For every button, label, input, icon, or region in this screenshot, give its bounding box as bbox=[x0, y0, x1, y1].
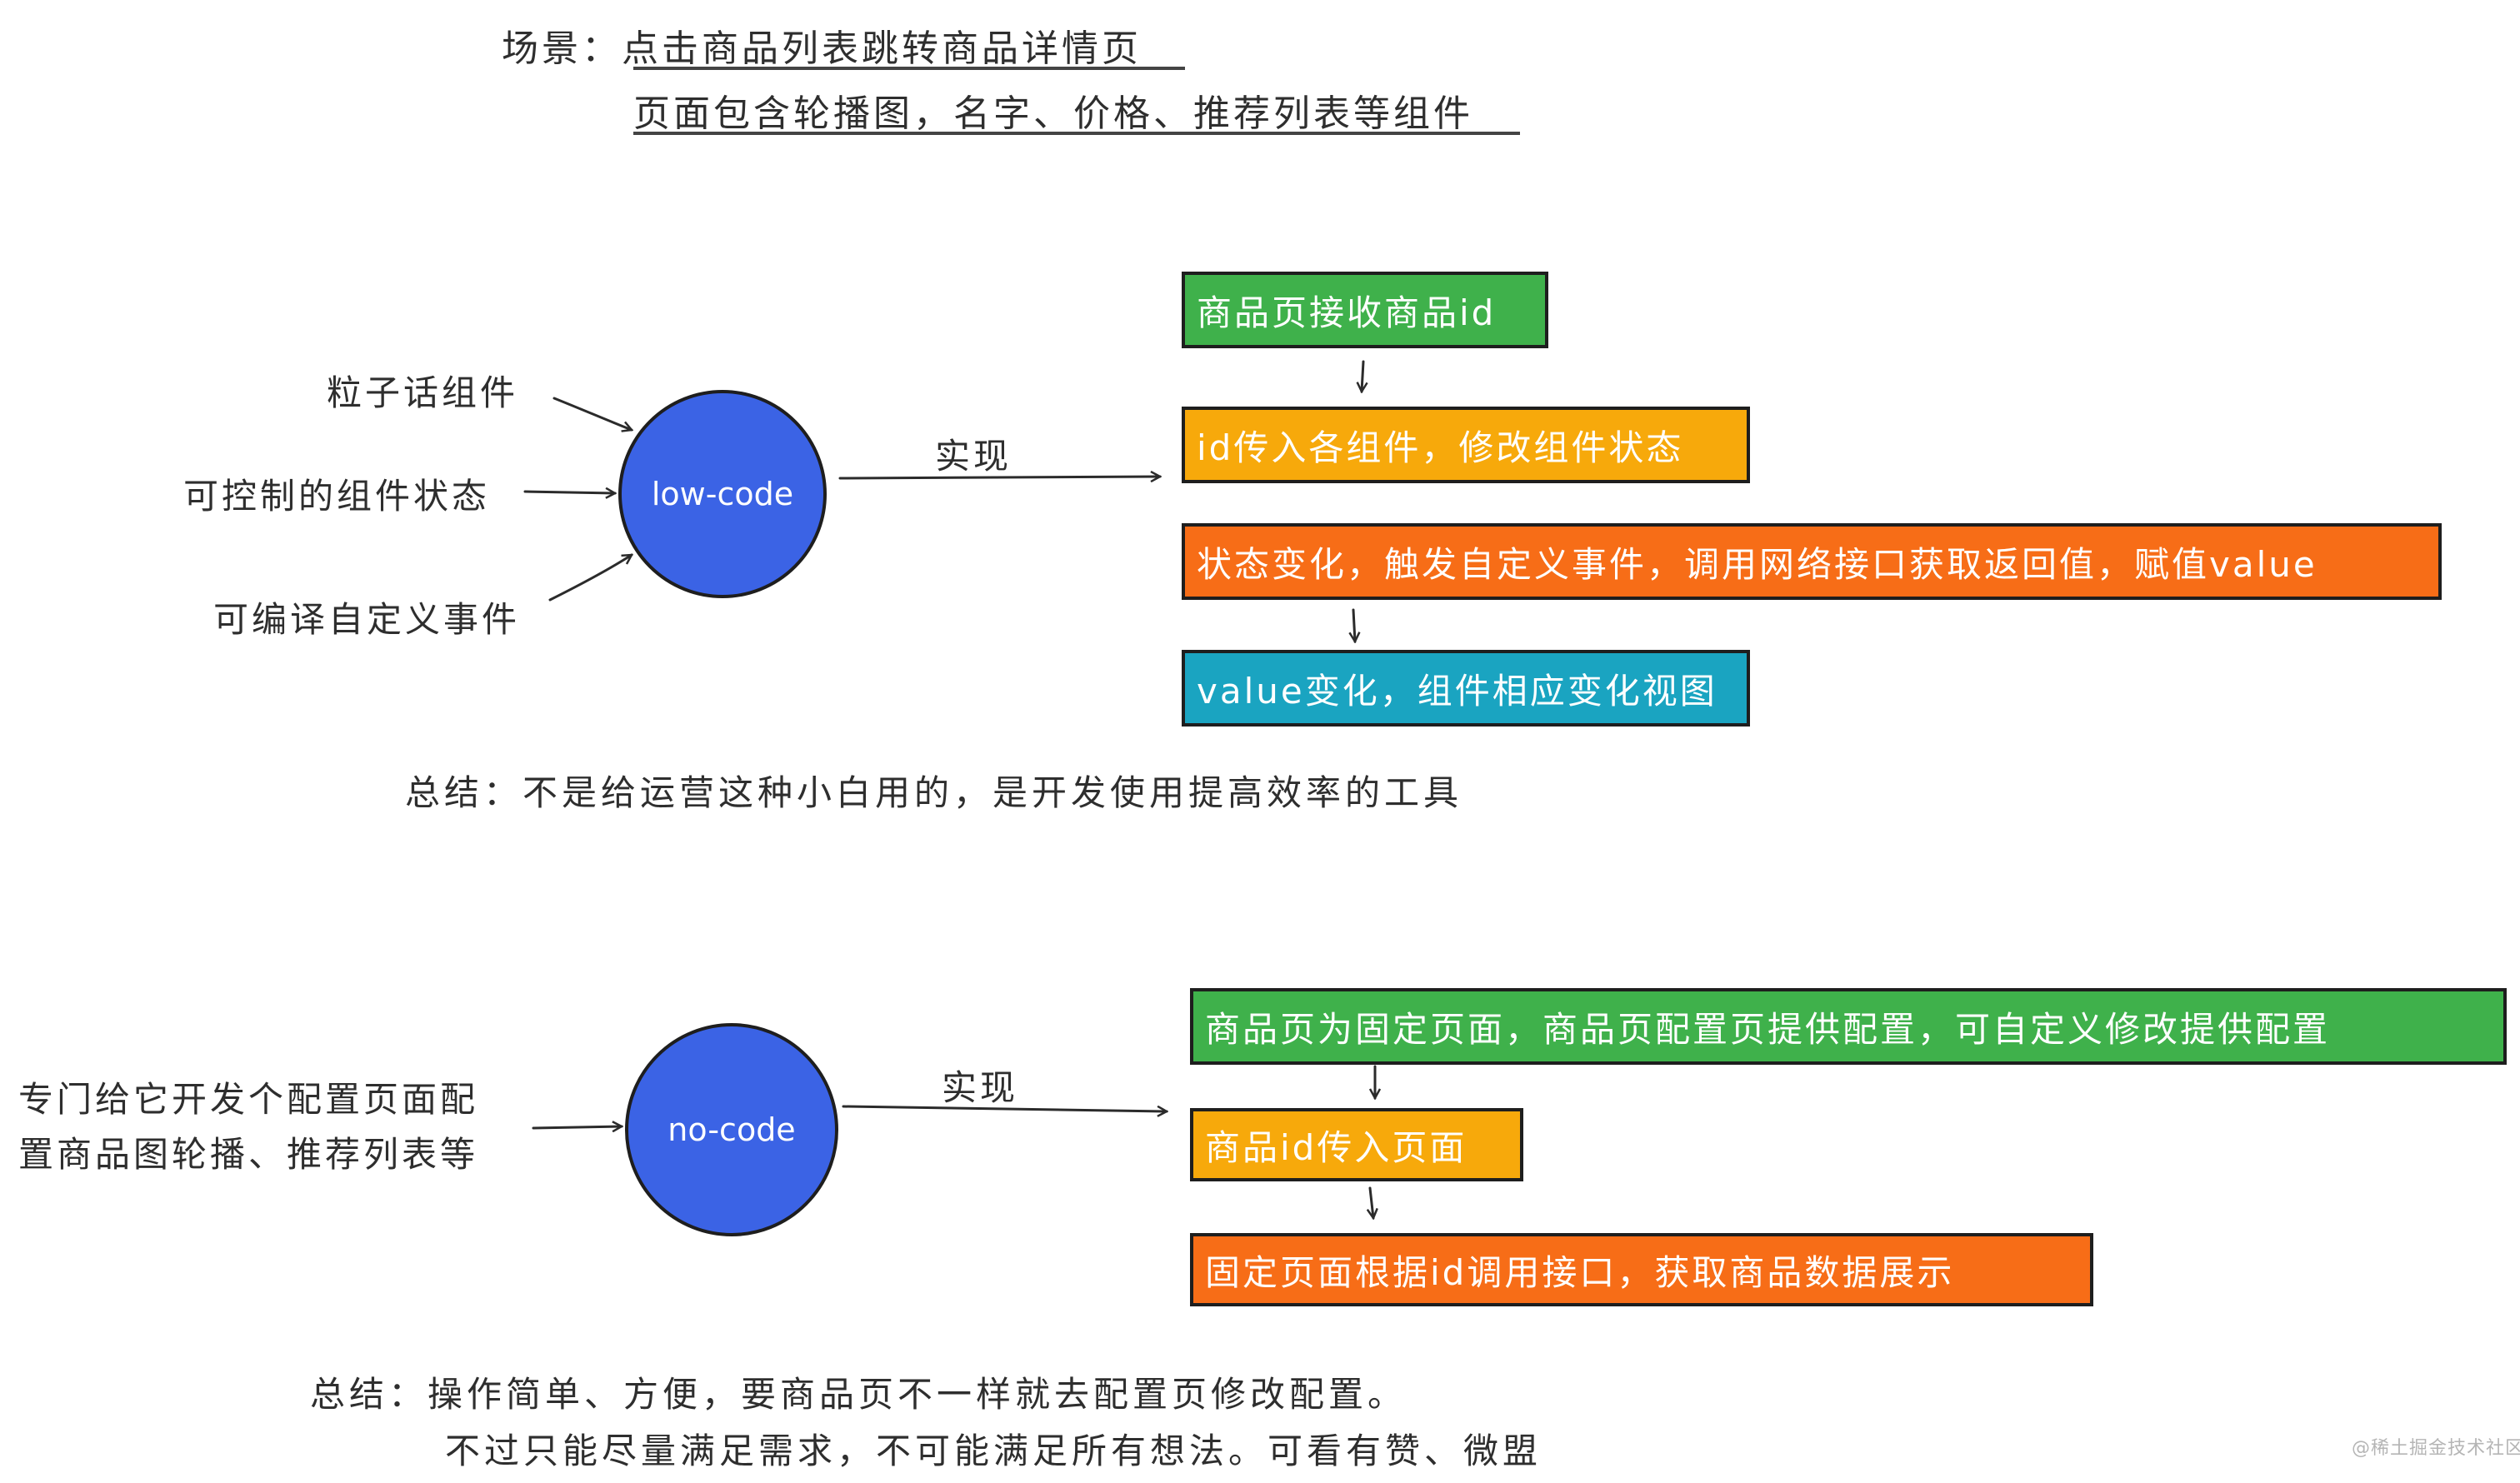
lowcode-input-controllable-state: 可控制的组件状态 bbox=[183, 476, 491, 517]
arrow-lowcode-to-steps bbox=[838, 477, 1160, 478]
arrow-input-1-to-lowcode bbox=[552, 397, 632, 430]
arrow-input-2-to-lowcode bbox=[523, 492, 615, 493]
arrow-nstep2-to-nstep3 bbox=[1370, 1186, 1373, 1218]
nocode-step-fixed-page: 商品页为固定页面，商品页配置页提供配置，可自定义修改提供配置 bbox=[1190, 988, 2507, 1065]
lowcode-step-pass-id: id传入各组件，修改组件状态 bbox=[1182, 407, 1750, 483]
nocode-summary-line-2: 不过只能尽量满足需求，不可能满足所有想法。可看有赞、微盟 bbox=[445, 1431, 1542, 1471]
lowcode-input-particle-component: 粒子话组件 bbox=[327, 372, 519, 413]
scene-description: 页面包含轮播图，名字、价格、推荐列表等组件 bbox=[633, 92, 1473, 135]
lowcode-node-label: low-code bbox=[651, 476, 794, 512]
lowcode-input-custom-events: 可编译自定义事件 bbox=[213, 599, 521, 640]
arrow-input-to-nocode bbox=[532, 1126, 622, 1128]
lowcode-step-value-change: value变化，组件相应变化视图 bbox=[1182, 650, 1750, 727]
lowcode-step-3-text: 状态变化，触发自定义事件，调用网络接口获取返回值，赋值value bbox=[1197, 543, 2318, 585]
lowcode-step-state-change: 状态变化，触发自定义事件，调用网络接口获取返回值，赋值value bbox=[1182, 523, 2442, 600]
arrow-input-3-to-lowcode bbox=[548, 553, 632, 602]
arrow-step1-to-step2 bbox=[1362, 360, 1363, 392]
nocode-input-line-1: 专门给它开发个配置页面配 bbox=[18, 1079, 479, 1120]
nocode-step-3-text: 固定页面根据id调用接口，获取商品数据展示 bbox=[1205, 1251, 1955, 1293]
nocode-node-label: no-code bbox=[668, 1111, 796, 1148]
lowcode-step-1-text: 商品页接收商品id bbox=[1197, 292, 1497, 333]
lowcode-step-receive-id: 商品页接收商品id bbox=[1182, 272, 1548, 348]
nocode-step-2-text: 商品id传入页面 bbox=[1205, 1126, 1468, 1168]
nocode-node: no-code bbox=[625, 1023, 838, 1236]
arrow-step3-to-step4 bbox=[1353, 608, 1355, 642]
lowcode-summary: 总结：不是给运营这种小白用的，是开发使用提高效率的工具 bbox=[405, 772, 1463, 813]
nocode-summary-line-1: 总结：操作简单、方便，要商品页不一样就去配置页修改配置。 bbox=[310, 1374, 1408, 1415]
nocode-step-pass-id: 商品id传入页面 bbox=[1190, 1108, 1523, 1181]
arrow-nocode-to-steps bbox=[842, 1105, 1167, 1111]
lowcode-step-2-text: id传入各组件，修改组件状态 bbox=[1197, 427, 1684, 468]
lowcode-node: low-code bbox=[618, 390, 827, 598]
nocode-step-fetch-data: 固定页面根据id调用接口，获取商品数据展示 bbox=[1190, 1233, 2093, 1306]
scene-title-underline bbox=[633, 67, 1185, 70]
lowcode-edge-label: 实现 bbox=[935, 436, 1012, 477]
watermark: @稀土掘金技术社区 bbox=[2352, 1438, 2520, 1459]
nocode-input-line-2: 置商品图轮播、推荐列表等 bbox=[18, 1134, 479, 1175]
scene-description-underline bbox=[633, 132, 1520, 135]
scene-title: 场景：点击商品列表跳转商品详情页 bbox=[502, 27, 1142, 70]
nocode-step-1-text: 商品页为固定页面，商品页配置页提供配置，可自定义修改提供配置 bbox=[1205, 1008, 2331, 1050]
lowcode-step-4-text: value变化，组件相应变化视图 bbox=[1197, 670, 1718, 712]
nocode-edge-label: 实现 bbox=[942, 1067, 1019, 1108]
